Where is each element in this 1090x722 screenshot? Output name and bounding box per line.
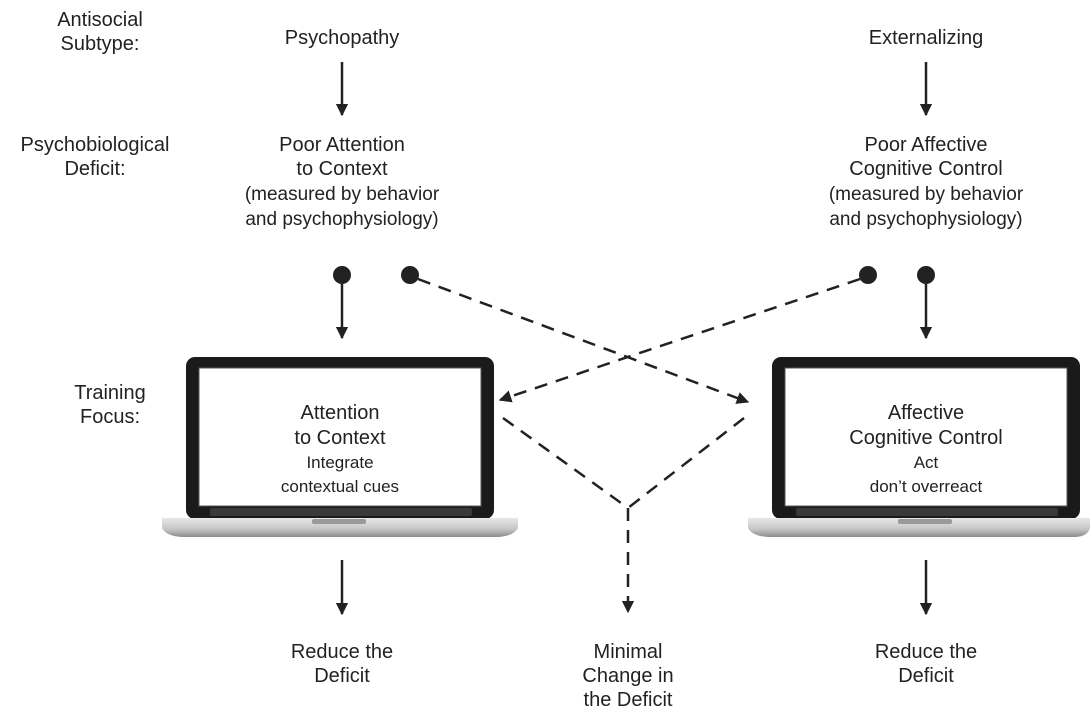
row-label-training: Training Focus: — [74, 382, 146, 428]
left-laptop — [162, 357, 518, 537]
left-deficit-dot-primary — [333, 266, 351, 284]
right-laptop — [748, 357, 1090, 537]
right-deficit-dot-primary — [917, 266, 935, 284]
left-deficit-label: Poor Attention to Context — [279, 134, 405, 180]
right-screen-title: Affective Cognitive Control — [849, 402, 1003, 449]
dashed-arrow-left-to-right-training — [417, 277, 750, 404]
left-measure-label: (measured by behavior and psychophysiolo… — [244, 184, 440, 230]
middle-outcome-label: Minimal Change in the Deficit — [582, 641, 674, 711]
right-screen-content: Affective Cognitive Control Act don’t ov… — [785, 376, 1067, 524]
row-label-deficit: Psychobiological Deficit: — [20, 134, 170, 180]
left-outcome-label: Reduce the Deficit — [290, 641, 394, 687]
right-measure-label: (measured by behavior and psychophysiolo… — [828, 184, 1024, 230]
dashed-line-right-converge — [627, 417, 745, 509]
right-deficit-label: Poor Affective Cognitive Control — [849, 134, 1003, 180]
right-deficit-dot-secondary — [859, 266, 877, 284]
left-screen-title: Attention to Context — [294, 402, 386, 449]
left-deficit-dot-secondary — [401, 266, 419, 284]
left-screen-detail: Integrate contextual cues — [280, 453, 400, 496]
dashed-line-left-converge — [502, 416, 629, 510]
dashed-arrow-right-to-left-training — [498, 277, 861, 403]
row-label-subtype: Antisocial Subtype: — [57, 9, 143, 55]
right-screen-detail: Act don’t overreact — [869, 453, 983, 496]
left-screen-content: Attention to Context Integrate contextua… — [199, 376, 481, 524]
left-subtype-label: Psychopathy — [284, 27, 400, 49]
right-outcome-label: Reduce the Deficit — [874, 641, 978, 687]
right-subtype-label: Externalizing — [868, 27, 984, 49]
